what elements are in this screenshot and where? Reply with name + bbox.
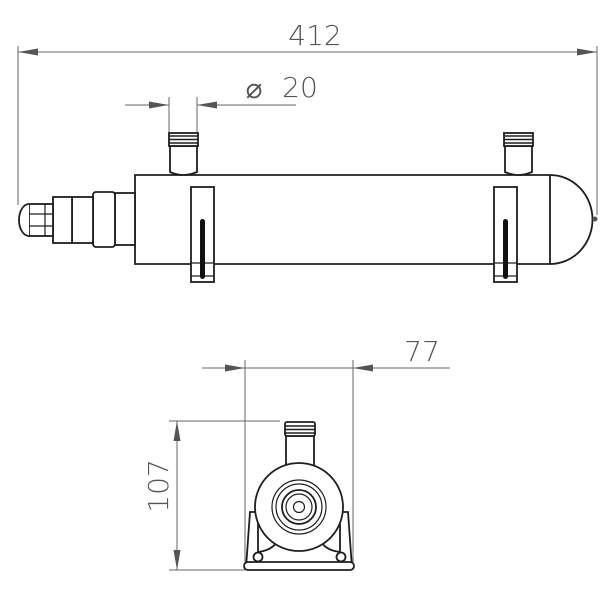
- port-body: [504, 145, 533, 176]
- port-diameter-label: 20: [282, 71, 318, 104]
- inlet-port: [168, 132, 199, 176]
- arrowhead-left-icon: [18, 48, 38, 56]
- clip-slot: [503, 219, 508, 279]
- overall-length-dimension: 412: [17, 19, 598, 215]
- clip-slot: [200, 219, 205, 279]
- end-view: 77 107: [142, 335, 450, 571]
- arrowhead-left-icon: [225, 364, 245, 372]
- connector-collar: [114, 192, 136, 246]
- bracket-base: [243, 561, 355, 571]
- gland-cap: [18, 203, 30, 237]
- port-body: [285, 435, 315, 467]
- ring-3: [281, 489, 317, 525]
- mounting-clip-right: [493, 186, 518, 283]
- arrowhead-right-icon: [577, 48, 597, 56]
- arrowhead-top-icon: [173, 421, 181, 441]
- connector-nut-b: [71, 196, 94, 244]
- side-view: 412 ⌀ 20: [17, 19, 598, 283]
- width-label: 77: [404, 335, 440, 368]
- overall-length-label: 412: [288, 19, 341, 52]
- outlet-port: [503, 132, 534, 176]
- width-dimension: 77: [202, 335, 450, 570]
- mounting-clip-left: [190, 186, 215, 283]
- center-hole: [292, 500, 306, 514]
- diameter-symbol: ⌀: [246, 72, 263, 105]
- mount-hole-right: [335, 551, 347, 563]
- height-dimension: 107: [142, 420, 280, 571]
- cable-gland: [28, 203, 54, 237]
- arrowhead-bottom-icon: [173, 550, 181, 570]
- connector-nut-a: [52, 196, 73, 244]
- lamp-connector: [18, 191, 136, 248]
- height-label: 107: [142, 459, 175, 512]
- main-body: [134, 174, 598, 265]
- end-housing: [254, 462, 344, 552]
- arrowhead-left-icon: [149, 101, 169, 109]
- ring-outer: [271, 479, 327, 535]
- arrowhead-right-icon: [353, 364, 373, 372]
- cylinder-body: [134, 174, 594, 265]
- arrowhead-right-icon: [197, 101, 217, 109]
- ring-2: [275, 483, 323, 531]
- connector-ring: [92, 191, 116, 248]
- ring-4: [285, 493, 313, 521]
- port-diameter-dimension: ⌀ 20: [125, 71, 318, 135]
- port-body: [169, 145, 198, 176]
- mount-hole-left: [252, 551, 264, 563]
- end-point-icon: [592, 216, 598, 222]
- end-view-port: [284, 421, 316, 467]
